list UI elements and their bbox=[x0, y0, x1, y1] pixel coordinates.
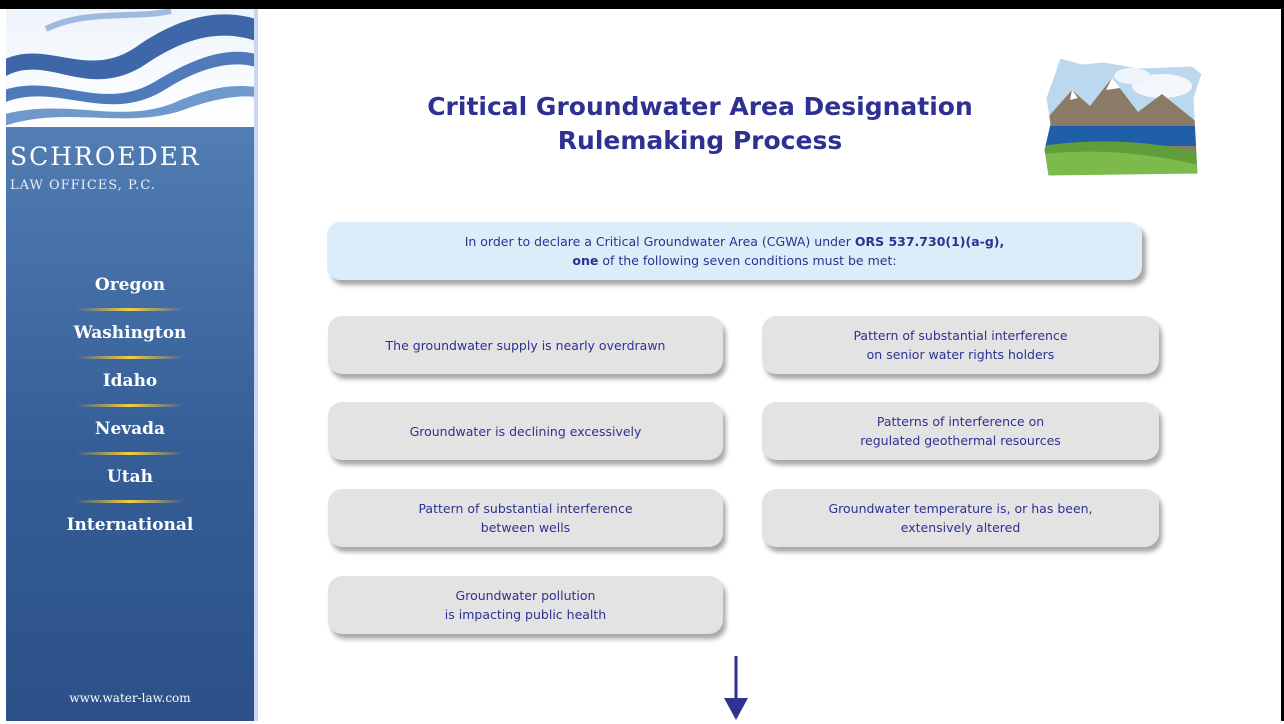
nav-divider bbox=[76, 452, 184, 455]
intro-text: In order to declare a Critical Groundwat… bbox=[464, 234, 855, 249]
nav-item-international[interactable]: International bbox=[6, 505, 254, 553]
nav-label: Idaho bbox=[102, 371, 158, 391]
intro-line-2: one of the following seven conditions mu… bbox=[327, 251, 1142, 270]
condition-text: Pattern of substantial interference bbox=[418, 501, 633, 516]
nav-item-oregon[interactable]: Oregon bbox=[6, 265, 254, 313]
nav-item-washington[interactable]: Washington bbox=[6, 313, 254, 361]
title-line-1: Critical Groundwater Area Designation bbox=[427, 92, 973, 121]
condition-box[interactable]: Groundwater is declining excessively bbox=[328, 402, 723, 460]
page-title: Critical Groundwater Area Designation Ru… bbox=[380, 90, 1020, 158]
nav-label: Utah bbox=[106, 467, 154, 487]
sidebar: SCHROEDER LAW OFFICES, P.C. Oregon Washi… bbox=[6, 9, 258, 721]
condition-box[interactable]: Groundwater temperature is, or has been,… bbox=[762, 489, 1159, 547]
condition-box[interactable]: Pattern of substantial interference betw… bbox=[328, 489, 723, 547]
intro-text-2: of the following seven conditions must b… bbox=[598, 253, 897, 268]
condition-box[interactable]: The groundwater supply is nearly overdra… bbox=[328, 316, 723, 374]
condition-box[interactable]: Pattern of substantial interference on s… bbox=[762, 316, 1159, 374]
nav-label: Washington bbox=[73, 323, 187, 343]
condition-text: is impacting public health bbox=[444, 607, 607, 622]
condition-box[interactable]: Groundwater pollution is impacting publi… bbox=[328, 576, 723, 634]
condition-text: on senior water rights holders bbox=[866, 347, 1055, 362]
statute-citation: ORS 537.730(1)(a-g), bbox=[854, 234, 1005, 249]
firm-subtitle: LAW OFFICES, P.C. bbox=[10, 178, 156, 193]
condition-text: regulated geothermal resources bbox=[860, 433, 1061, 448]
sidebar-edge bbox=[254, 9, 258, 721]
nav-label: Nevada bbox=[94, 419, 166, 439]
condition-text: Groundwater pollution bbox=[455, 588, 596, 603]
right-border bbox=[1281, 0, 1284, 721]
nav-item-utah[interactable]: Utah bbox=[6, 457, 254, 505]
condition-text: Pattern of substantial interference bbox=[853, 328, 1068, 343]
nav-label: Oregon bbox=[94, 275, 166, 295]
nav-label: International bbox=[66, 515, 194, 535]
intro-statement: In order to declare a Critical Groundwat… bbox=[327, 222, 1142, 280]
nav-divider bbox=[76, 308, 184, 311]
intro-emphasis: one bbox=[572, 253, 599, 268]
state-nav: Oregon Washington Idaho Nevada Utah Inte… bbox=[6, 265, 254, 553]
nav-divider bbox=[76, 404, 184, 407]
nav-divider bbox=[76, 356, 184, 359]
top-border bbox=[0, 0, 1284, 9]
nav-item-nevada[interactable]: Nevada bbox=[6, 409, 254, 457]
firm-name: SCHROEDER bbox=[10, 142, 201, 171]
condition-text: Groundwater is declining excessively bbox=[409, 423, 642, 439]
intro-line-1: In order to declare a Critical Groundwat… bbox=[327, 232, 1142, 251]
condition-box[interactable]: Patterns of interference on regulated ge… bbox=[762, 402, 1159, 460]
condition-text: Patterns of interference on bbox=[876, 414, 1045, 429]
condition-text: The groundwater supply is nearly overdra… bbox=[385, 337, 666, 353]
nav-item-idaho[interactable]: Idaho bbox=[6, 361, 254, 409]
arrow-down-icon bbox=[722, 656, 750, 724]
condition-text: extensively altered bbox=[900, 520, 1021, 535]
oregon-landscape-icon bbox=[1042, 54, 1204, 182]
condition-text: between wells bbox=[480, 520, 571, 535]
website-link[interactable]: www.water-law.com bbox=[69, 691, 191, 705]
nav-divider bbox=[76, 500, 184, 503]
wave-logo-icon bbox=[6, 9, 256, 126]
firm-logo bbox=[6, 9, 256, 127]
condition-text: Groundwater temperature is, or has been, bbox=[828, 501, 1093, 516]
title-line-2: Rulemaking Process bbox=[557, 126, 843, 155]
